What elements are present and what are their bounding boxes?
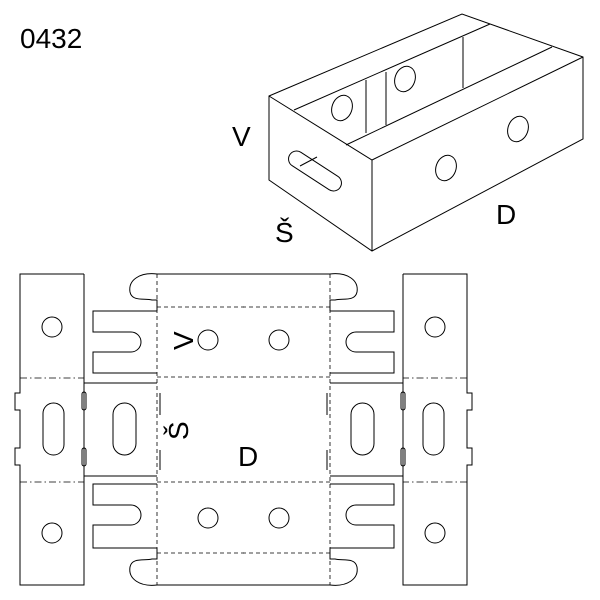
box-length-label: D <box>496 199 516 230</box>
box-front-edges <box>268 56 584 251</box>
flat-width-label: Š <box>163 421 194 440</box>
model-code: 0432 <box>20 23 82 54</box>
box-inner-rim <box>293 23 553 146</box>
box-width-label: Š <box>275 217 294 248</box>
box-3d-view: V Š D <box>232 13 584 252</box>
flat-height-label: V <box>168 331 199 350</box>
box-hole <box>331 94 353 122</box>
flat-layout: V Š D <box>14 273 473 586</box>
flat-layout-right-half <box>242 273 473 586</box>
flat-layout-left-half <box>14 273 245 586</box>
box-outline <box>268 13 584 252</box>
box-height-label: V <box>232 121 251 152</box>
box-partitions <box>365 37 464 133</box>
box-hole <box>507 115 529 143</box>
box-handle-slot <box>288 150 342 192</box>
box-hole <box>394 65 416 93</box>
flat-length-label: D <box>238 441 258 472</box>
box-handle-inner <box>299 156 318 167</box>
box-hole <box>435 154 457 182</box>
